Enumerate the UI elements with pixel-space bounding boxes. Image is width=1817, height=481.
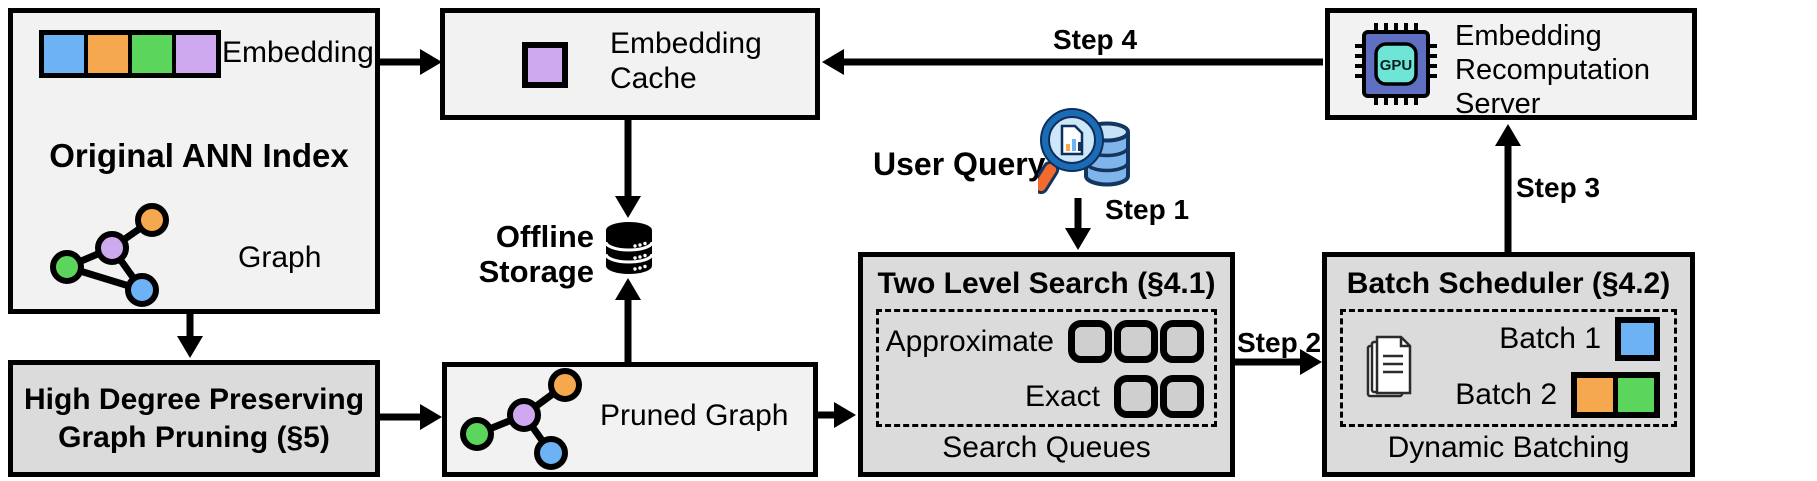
embedding-vector [39, 30, 221, 78]
two-level-search-box: Two Level Search (§4.1) Approximate Exac… [858, 252, 1235, 477]
embedding-cache-label: Embedding Cache [610, 27, 762, 96]
embedding-cell-blue [44, 35, 84, 73]
arrow-pruning-to-pruned [380, 404, 442, 430]
graph-label: Graph [238, 241, 322, 274]
gpu-text: GPU [1380, 57, 1413, 74]
graph-pruning-title: High Degree Preserving Graph Pruning (§5… [23, 383, 365, 454]
document-stack-icon [1366, 335, 1412, 398]
cached-embedding-square [522, 42, 568, 88]
exact-queue-row: Exact [1025, 375, 1204, 418]
batch1-square-blue [1615, 317, 1660, 361]
user-query-label: User Query [873, 146, 1046, 182]
dynamic-batching-label: Dynamic Batching [1387, 431, 1630, 464]
original-ann-index-title: Original ANN Index [49, 137, 349, 174]
arrow-pruned-to-storage [615, 278, 641, 362]
offline-storage-label: Offline Storage [478, 219, 594, 289]
queue-slot [1114, 320, 1158, 363]
exact-label: Exact [1024, 379, 1100, 413]
graph-pruning-box: High Degree Preserving Graph Pruning (§5… [8, 360, 380, 477]
magnifier-over-database-icon [1038, 108, 1130, 195]
dynamic-batching-dashed-box: Batch 1 Batch 2 [1340, 309, 1677, 427]
embedding-cache-box [440, 8, 820, 120]
batch1-row: Batch 1 [1499, 317, 1660, 361]
recomputation-server-label: Embedding Recomputation Server [1455, 20, 1651, 120]
arrow-index-to-cache [380, 49, 442, 75]
queue-slot [1160, 375, 1204, 418]
step2-label: Step 2 [1237, 327, 1322, 358]
embedding-label: Embedding [222, 36, 374, 69]
arrow-step1 [1065, 198, 1091, 250]
arrow-cache-to-storage [615, 120, 641, 218]
batch2-squares [1571, 372, 1660, 418]
step4-label: Step 4 [1052, 24, 1138, 55]
approximate-label: Approximate [885, 324, 1054, 358]
batch-scheduler-title: Batch Scheduler (§4.2) [1346, 267, 1671, 300]
arrow-pruned-to-search [818, 402, 856, 428]
search-queues-dashed-box: Approximate Exact [876, 309, 1217, 427]
original-ann-index-box: Embedding Original ANN Index Graph [8, 8, 380, 314]
batch2-square-green [1618, 378, 1654, 412]
arrow-index-to-pruning [177, 313, 203, 358]
ann-graph-icon [50, 203, 169, 307]
batch2-label: Batch 2 [1455, 378, 1557, 411]
embedding-cell-purple [176, 35, 216, 73]
gpu-chip-icon: GPU [1355, 23, 1437, 105]
step3-label: Step 3 [1516, 172, 1601, 203]
embedding-cell-orange [88, 35, 128, 73]
embedding-cell-green [132, 35, 172, 73]
approximate-queue-row: Approximate [886, 320, 1204, 363]
queue-slot [1068, 320, 1112, 363]
search-queues-label: Search Queues [942, 431, 1151, 464]
batch-scheduler-box: Batch Scheduler (§4.2) Batch 1 [1322, 252, 1695, 477]
batch2-square-orange [1577, 378, 1613, 412]
step1-label: Step 1 [1105, 194, 1190, 225]
database-icon [604, 222, 654, 274]
batch2-row: Batch 2 [1455, 372, 1660, 418]
two-level-search-title: Two Level Search (§4.1) [877, 267, 1216, 300]
queue-slot [1160, 320, 1204, 363]
queue-slot [1114, 375, 1158, 418]
batch1-label: Batch 1 [1499, 322, 1601, 355]
pruned-graph-label: Pruned Graph [600, 399, 789, 432]
pruned-graph-icon [460, 368, 582, 470]
